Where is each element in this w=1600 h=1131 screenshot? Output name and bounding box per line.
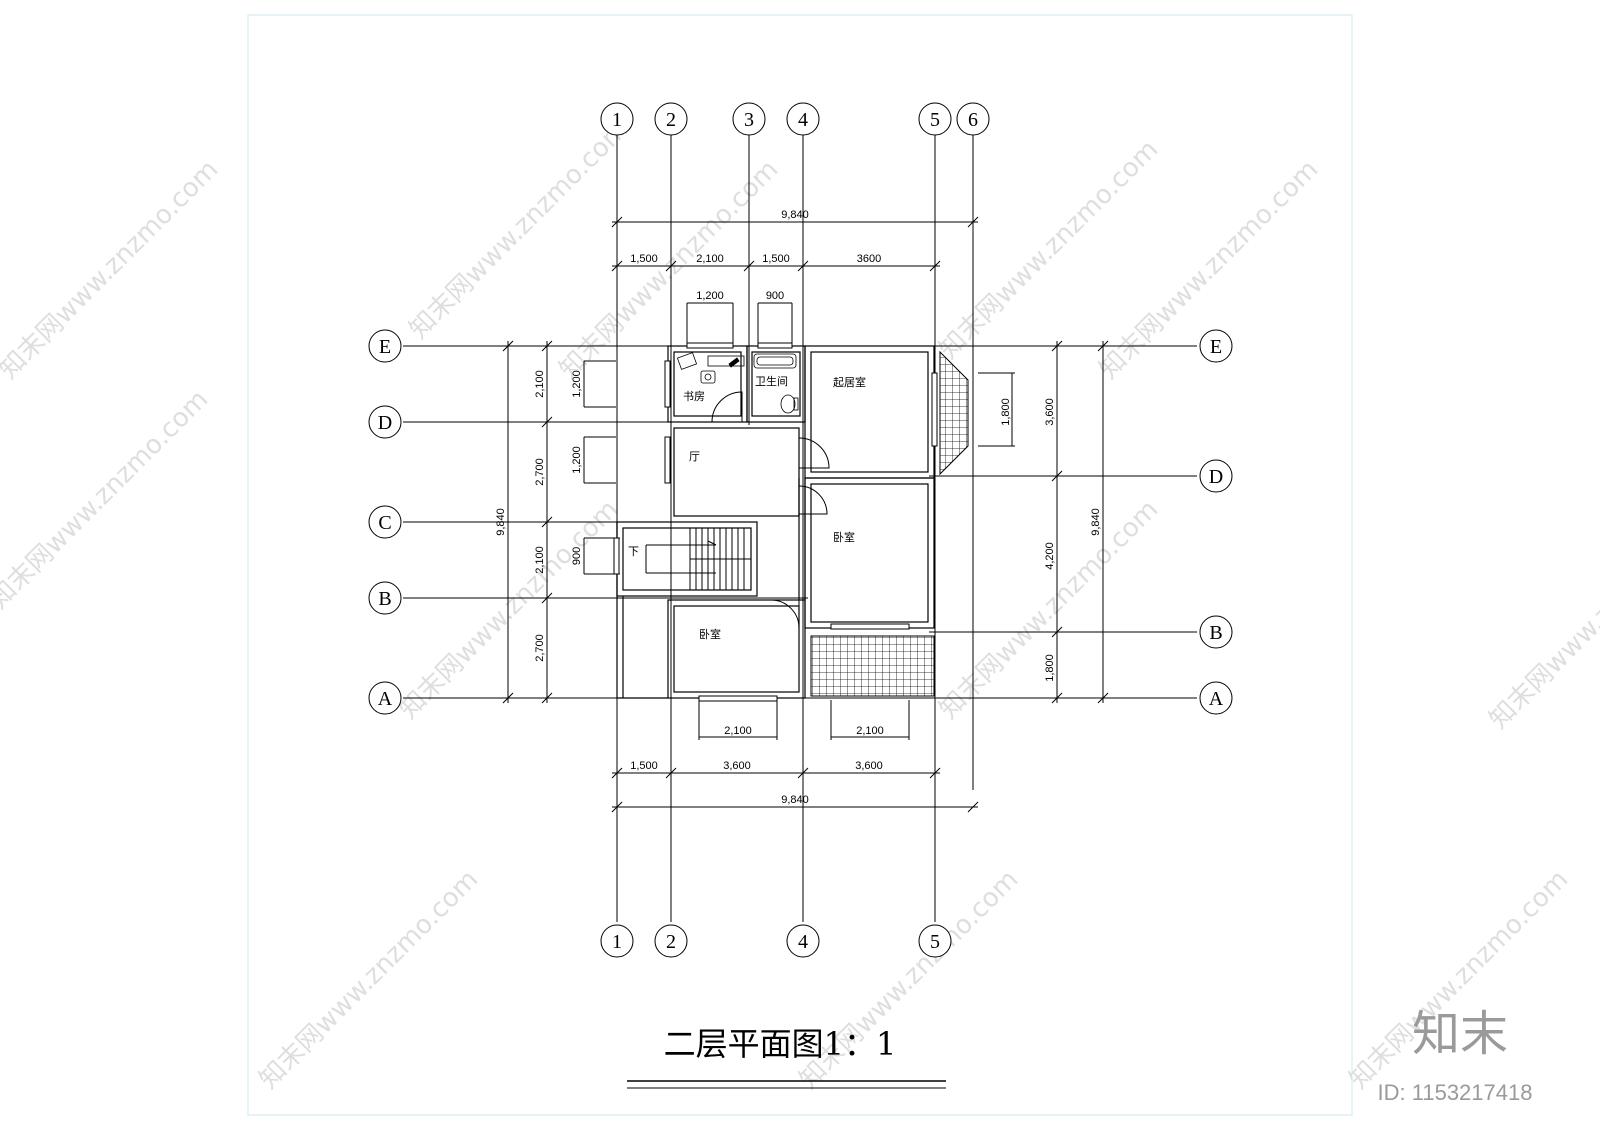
room-label-bedroom-left: 卧室	[699, 627, 721, 641]
grid-bubbles-left: E D C B A	[368, 329, 402, 715]
drawing-annotation: 知末网www.znzmo.com	[254, 864, 485, 1095]
drawing-annotation: 知末网www.znzmo.com	[404, 114, 635, 345]
drawing-annotation: 3,600	[723, 760, 751, 772]
windows	[613, 342, 938, 702]
drawing-annotation: 知末网www.znzmo.com	[934, 494, 1165, 725]
drawing-annotation: 900	[766, 290, 784, 302]
drawing-title: 二层平面图1：1	[664, 1025, 897, 1063]
grid-label-C: C	[378, 512, 391, 534]
drawing-annotation: 知末网www.znzmo.com	[394, 494, 625, 725]
drawing-annotation: 9,840	[781, 794, 809, 806]
grid-bubbles-bottom: 1 2 4 5	[600, 924, 952, 958]
grid-label-1: 1	[612, 109, 622, 131]
doors	[711, 391, 830, 629]
grid-label-E: E	[379, 336, 391, 358]
dimension-labels-right: 1,800 3,600 4,200 1,800 9,840	[1000, 398, 1102, 682]
drawing-annotation: 2,100	[534, 370, 546, 398]
balcony-south	[810, 635, 935, 697]
grid-label-5-bottom: 5	[930, 931, 940, 953]
grid-label-2: 2	[666, 109, 676, 131]
grid-bubbles-right: E D B A	[1199, 329, 1233, 715]
drawing-annotation: 9,840	[1090, 508, 1102, 536]
drawing-annotation: 知末网www.znzmo.com	[0, 154, 224, 385]
stair-direction-label: 下	[628, 545, 639, 558]
grid-bubbles-top: 1 2 3 4 5 6	[600, 102, 990, 136]
drawing-annotation: 2,700	[534, 634, 546, 662]
room-label-study: 书房	[683, 390, 705, 403]
dimension-labels-bottom: 2,100 2,100 1,500 3,600 3,600 9,840	[630, 725, 884, 806]
grid-label-4: 4	[798, 109, 808, 131]
drawing-annotation: 900	[571, 547, 583, 565]
dimensions-left	[502, 340, 620, 704]
bathroom-fixtures	[753, 353, 799, 414]
title-underline	[627, 1080, 946, 1089]
grid-label-3: 3	[744, 109, 754, 131]
drawing-annotation: 知末网www.znzmo.com	[0, 384, 214, 615]
brand-logo: 知末	[1412, 1006, 1508, 1062]
drawing-annotation: 9,840	[495, 508, 507, 536]
drawing-annotation: 1,500	[630, 253, 658, 265]
drawing-annotation: 1,200	[571, 446, 583, 474]
staircase	[645, 528, 751, 590]
drawing-annotation: 9,840	[781, 209, 809, 221]
drawing-annotation: 4,200	[1044, 542, 1056, 570]
balcony-east	[939, 350, 969, 476]
grid-label-B-right: B	[1209, 622, 1222, 644]
drawing-annotation: 2,100	[724, 725, 752, 737]
grid-label-4-bottom: 4	[798, 931, 808, 953]
grid-label-B: B	[378, 588, 391, 610]
dimension-labels-left: 9,840 2,100 2,700 2,100 2,700 1,200 1,20…	[495, 370, 583, 662]
drawing-annotation: 1,800	[1044, 654, 1056, 682]
drawing-annotation: 1,200	[571, 370, 583, 398]
drawing-annotation: 知末网www.znzmo.com	[554, 154, 785, 385]
drawing-annotation: 2,100	[856, 725, 884, 737]
grid-label-D-right: D	[1209, 466, 1223, 488]
sheet-border	[247, 14, 1353, 1116]
drawing-annotation: 2,700	[534, 458, 546, 486]
room-label-living: 起居室	[833, 375, 866, 389]
room-label-bathroom: 卫生间	[755, 374, 788, 388]
dimensions-right	[978, 340, 1109, 704]
grid-label-E-right: E	[1210, 336, 1222, 358]
room-label-bedroom-right: 卧室	[833, 530, 855, 544]
drawing-annotation: 2,100	[696, 253, 724, 265]
dimension-labels-top: 9,840 1,500 2,100 1,500 3600 1,200 900	[630, 209, 881, 302]
dimensions-bottom	[611, 700, 979, 813]
drawing-annotation: 1,500	[630, 760, 658, 772]
drawing-annotation: 1,500	[762, 253, 790, 265]
drawing-annotation: 3600	[857, 253, 881, 265]
dimensions-top	[611, 216, 979, 344]
grid-label-1-bottom: 1	[612, 931, 622, 953]
grid-label-D: D	[378, 412, 392, 434]
grid-label-6: 6	[968, 109, 978, 131]
brand-id: ID: 1153217418	[1378, 1080, 1533, 1105]
study-furniture	[676, 352, 745, 384]
grid-label-A: A	[378, 688, 393, 710]
drawing-annotation: 2,100	[534, 546, 546, 574]
drawing-annotation: 1,200	[696, 290, 724, 302]
drawing-annotation: 3,600	[1044, 398, 1056, 426]
grid-label-2-bottom: 2	[666, 931, 676, 953]
room-label-hall: 厅	[689, 450, 700, 463]
drawing-annotation: 3,600	[855, 760, 883, 772]
grid-label-5: 5	[930, 109, 940, 131]
grid-label-A-right: A	[1209, 688, 1224, 710]
drawing-annotation: 1,800	[1000, 398, 1012, 426]
room-labels: 书房 卫生间 起居室 厅 卧室 卧室 下	[628, 374, 866, 641]
drawing-annotation: 知末网www.znzmo.com	[1484, 504, 1600, 735]
